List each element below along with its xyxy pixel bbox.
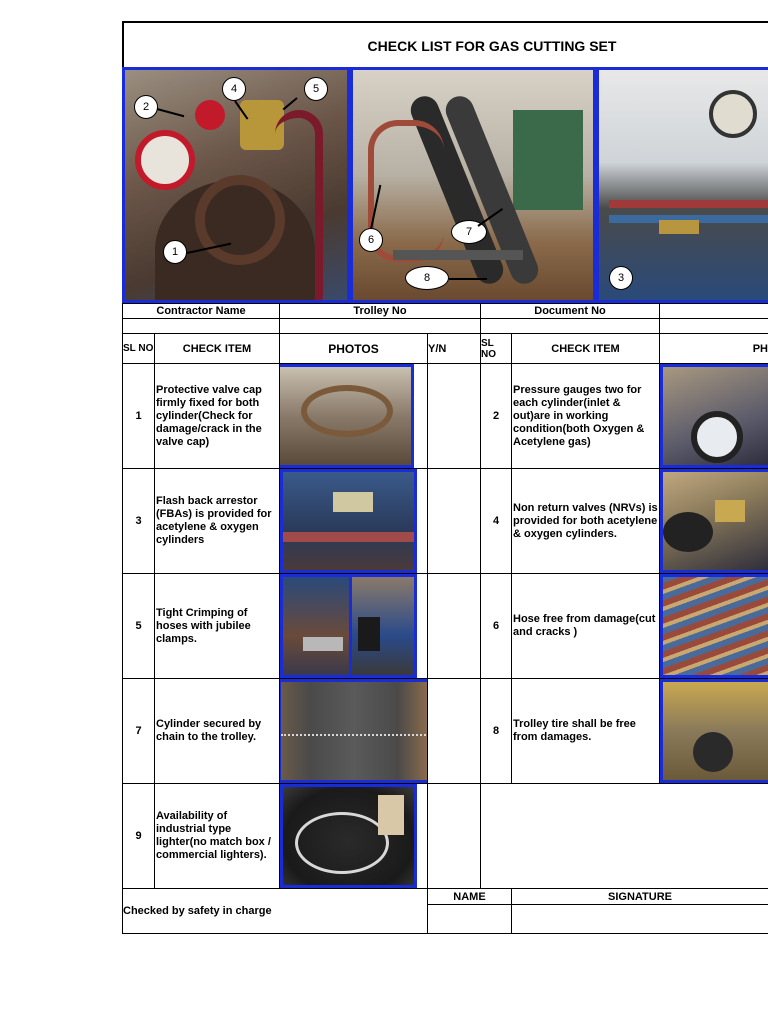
check-item: Availability of industrial type lighter(…: [154, 783, 280, 889]
check-item: Pressure gauges two for each cylinder(in…: [511, 363, 660, 469]
page-title: CHECK LIST FOR GAS CUTTING SET: [367, 38, 617, 54]
check-item: Cylinder secured by chain to the trolley…: [154, 678, 280, 784]
footer-value-row: [123, 904, 768, 934]
photo-pressure-gauges: [660, 364, 768, 468]
check-item: Hose free from damage(cut and cracks ): [511, 573, 660, 679]
trolley-no-label: Trolley No: [279, 303, 481, 319]
checklist-table: Contractor Name Trolley No Document No S…: [122, 303, 768, 934]
callout-8: 8: [405, 266, 449, 290]
checked-by-label: Checked by safety in charge: [122, 888, 428, 934]
col-check-item: CHECK ITEM: [154, 333, 280, 364]
sl-no: 3: [122, 468, 155, 574]
sl-no: 8: [480, 678, 512, 784]
contractor-name-value[interactable]: [122, 318, 280, 334]
trolley-no-value[interactable]: [279, 318, 481, 334]
photo-cell: [659, 573, 768, 679]
document-no-label: Document No: [480, 303, 660, 319]
table-row: 9 Availability of industrial type lighte…: [122, 783, 768, 889]
col-sl-no-right: SL NO: [480, 333, 512, 364]
table-row: 7 Cylinder secured by chain to the troll…: [122, 678, 768, 784]
photo-valve-cap: [280, 364, 414, 468]
check-item: Protective valve cap firmly fixed for bo…: [154, 363, 280, 469]
info-row: Contractor Name Trolley No Document No: [122, 303, 768, 319]
photo-cell: [279, 783, 428, 889]
column-header-row: SL NO CHECK ITEM PHOTOS Y/N SL NO CHECK …: [122, 333, 768, 364]
table-row: 5 Tight Crimping of hoses with jubilee c…: [122, 573, 768, 679]
check-item: Flash back arrestor (FBAs) is provided f…: [154, 468, 280, 574]
photo-cell: [659, 468, 768, 574]
sl-no: 2: [480, 363, 512, 469]
photo-industrial-lighter: [280, 784, 417, 888]
name-field[interactable]: [427, 904, 512, 934]
col-sl-no: SL NO: [122, 333, 155, 364]
contractor-name-label: Contractor Name: [122, 303, 280, 319]
document-no-value[interactable]: [659, 303, 768, 319]
yn-cell[interactable]: [427, 468, 481, 574]
photo-cell: [279, 363, 428, 469]
signature-field[interactable]: [511, 904, 768, 934]
document-no-field[interactable]: [480, 318, 660, 334]
name-label: NAME: [427, 888, 512, 905]
callout-4: 4: [222, 77, 246, 101]
callout-3: 3: [609, 266, 633, 290]
footer-row: Checked by safety in charge NAME SIGNATU…: [122, 888, 768, 934]
sl-no: 1: [122, 363, 155, 469]
photo-cell: [279, 573, 428, 679]
title-row: CHECK LIST FOR GAS CUTTING SET: [122, 21, 768, 69]
checklist-sheet: CHECK LIST FOR GAS CUTTING SET 1 2 4 5 6…: [122, 21, 768, 934]
photo-trolley-setup: 6 7 8: [350, 67, 596, 303]
photo-hose-valves: 3: [596, 67, 768, 303]
col-photos: PHOTOS: [279, 333, 428, 364]
photo-cell: [279, 678, 428, 784]
empty-cell: [480, 783, 768, 889]
photo-hose-crimping-2: [349, 574, 417, 678]
callout-5: 5: [304, 77, 328, 101]
col-photos-right: PH: [659, 333, 768, 364]
photo-cylinder-regulators: 1 2 4 5: [122, 67, 350, 303]
photo-hose-crimping-1: [280, 574, 352, 678]
info-value-row: [122, 318, 768, 334]
photo-cell: [659, 363, 768, 469]
photo-cell: [659, 678, 768, 784]
photo-hoses: [660, 574, 768, 678]
photo-non-return-valves: [660, 469, 768, 573]
sl-no: 5: [122, 573, 155, 679]
signature-label: SIGNATURE: [511, 888, 768, 905]
yn-cell[interactable]: [427, 363, 481, 469]
check-item: Tight Crimping of hoses with jubilee cla…: [154, 573, 280, 679]
yn-cell[interactable]: [427, 783, 481, 889]
yn-cell[interactable]: [427, 678, 481, 784]
photo-trolley-tire: [660, 679, 768, 783]
table-row: 3 Flash back arrestor (FBAs) is provided…: [122, 468, 768, 574]
sl-no: 9: [122, 783, 155, 889]
yn-cell[interactable]: [427, 573, 481, 679]
spare-cell: [659, 318, 768, 334]
table-row: 1 Protective valve cap firmly fixed for …: [122, 363, 768, 469]
col-yn: Y/N: [427, 333, 481, 364]
sl-no: 7: [122, 678, 155, 784]
callout-6: 6: [359, 228, 383, 252]
col-check-item-right: CHECK ITEM: [511, 333, 660, 364]
photo-cylinder-chain: [280, 679, 427, 783]
photo-cell: [279, 468, 428, 574]
photo-flash-back-arrestor: [280, 469, 417, 573]
callout-2: 2: [134, 95, 158, 119]
check-item: Non return valves (NRVs) is provided for…: [511, 468, 660, 574]
callout-1: 1: [163, 240, 187, 264]
sl-no: 6: [480, 573, 512, 679]
check-item: Trolley tire shall be free from damages.: [511, 678, 660, 784]
sl-no: 4: [480, 468, 512, 574]
